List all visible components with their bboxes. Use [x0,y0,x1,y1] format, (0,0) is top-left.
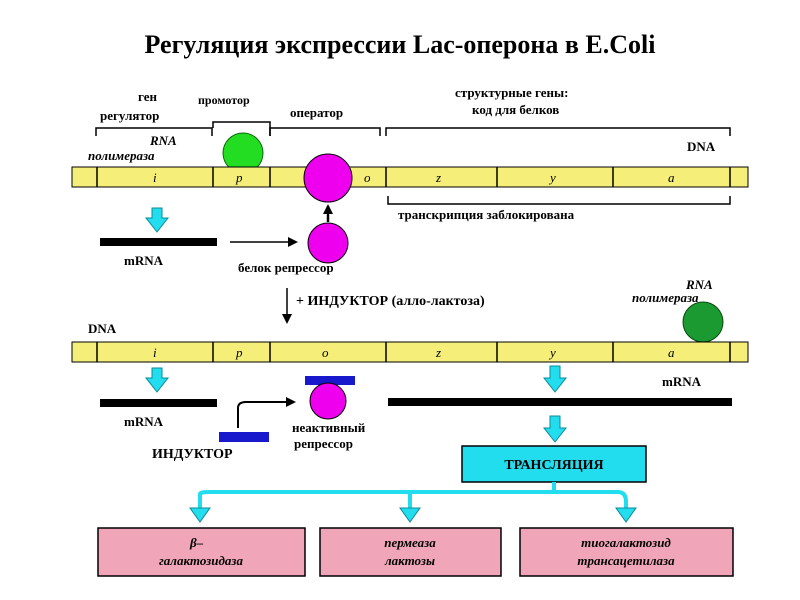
product-2-line1: пермеаза [384,535,436,550]
product-box-3: тиогалактозид трансацетилаза [519,527,734,577]
mrna-bar-bottom-right [388,398,732,406]
rna-polymerase-label-bottom-2: полимераза [632,290,699,305]
cyan-arrow-translation [542,415,568,443]
label-protein-code: код для белков [472,102,559,117]
mrna-label-top: mRNA [124,253,164,268]
inactive-label-2: репрессор [294,436,353,451]
rna-polymerase-label-2: полимераза [88,148,155,163]
segment-z-bottom: z [435,345,441,360]
rna-polymerase-bottom [682,301,724,343]
product-2-line2: лактозы [384,553,435,568]
segment-p-bottom: p [235,345,243,360]
cyan-arrow-bottom-left [144,367,170,393]
cyan-arrow-bottom-right [542,365,568,393]
repressor-free [307,222,349,264]
product-1-line1: β– [189,535,204,550]
dna-label-top: DNA [687,139,716,154]
product-box-1: β– галактозидаза [97,527,306,577]
inducer-on-repressor [305,376,355,385]
transcription-blocked: транскрипция заблокирована [398,207,575,222]
label-promoter: промотор [198,93,250,107]
mrna-label-bottom-right: mRNA [662,374,702,389]
segment-o-top: o [364,170,371,185]
inactive-label-1: неактивный [292,420,366,435]
product-3-line2: трансацетилаза [577,553,675,568]
blocked-bracket [387,196,731,205]
rna-polymerase-label-bottom: RNA [685,277,713,292]
inducer-step-label: + ИНДУКТОР (алло-лактоза) [296,294,485,309]
inducer-label: ИНДУКТОР [152,447,233,462]
segment-i-top: i [153,170,157,185]
inducer-molecule [219,432,269,442]
segment-a-top: a [668,170,675,185]
segment-y-top: y [548,170,556,185]
mrna-label-bottom-left: mRNA [124,414,164,429]
cyan-arrow-top [144,207,170,233]
segment-o-bottom: o [322,345,329,360]
arrowhead-product-2 [399,507,421,523]
segment-p-top: p [235,170,243,185]
dna-label-bottom: DNA [88,321,117,336]
repressor-bound [303,153,353,203]
inducer-binding-arrow [237,397,296,428]
mrna-bar-bottom-left [100,399,217,407]
arrowhead-product-3 [615,507,637,523]
arrowhead-product-1 [189,507,211,523]
repressor-inactive [309,382,347,420]
mrna-bar-top [100,238,217,246]
header-brackets [95,121,731,136]
label-regulator: регулятор [100,108,159,123]
dna-bar-top: i p o z y a [71,166,749,188]
translation-box [461,445,647,483]
translation-label: ТРАНСЛЯЦИЯ [504,458,603,473]
label-structural-genes: структурные гены: [455,85,568,100]
segment-a-bottom: a [668,345,675,360]
product-1-line2: галактозидаза [159,553,243,568]
rna-polymerase-label: RNA [149,133,177,148]
repressor-protein-label: белок репрессор [238,260,334,275]
segment-i-bottom: i [153,345,157,360]
product-box-2: пермеаза лактозы [319,527,502,577]
label-gene: ген [138,89,158,104]
segment-z-top: z [435,170,441,185]
product-3-line1: тиогалактозид [581,535,671,550]
dna-bar-bottom: i p o z y a [71,341,749,363]
page-title: Регуляция экспрессии Lac-оперона в E.Col… [144,30,656,59]
segment-y-bottom: y [548,345,556,360]
label-operator: оператор [290,105,343,120]
